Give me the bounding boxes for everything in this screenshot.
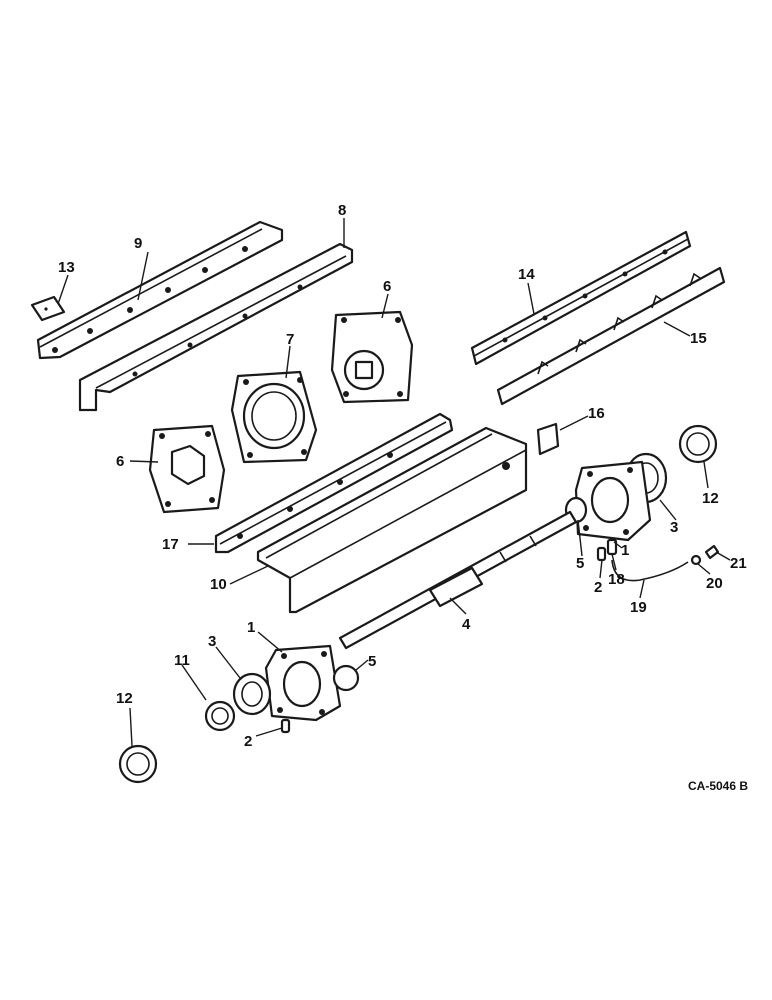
callout-5-upper: 5	[576, 555, 584, 572]
part-20-fitting	[690, 554, 702, 566]
callout-14: 14	[518, 266, 535, 283]
callout-5-lower: 5	[368, 653, 376, 670]
part-21-fitting	[704, 544, 720, 560]
callout-16: 16	[588, 405, 605, 422]
part-12-ring-upper	[678, 424, 718, 464]
callout-13: 13	[58, 259, 75, 276]
part-6-housing-right	[330, 310, 414, 404]
part-10-cover-shield	[256, 426, 528, 614]
part-13-plate	[30, 295, 66, 322]
reference-code: CA-5046 B	[688, 779, 748, 793]
callout-6-left: 6	[116, 453, 124, 470]
part-3-bearing-lower	[232, 672, 272, 716]
callout-1-upper: 1	[621, 542, 629, 559]
callout-12-lower: 12	[116, 690, 133, 707]
part-4-shaft	[338, 510, 578, 650]
callout-11: 11	[174, 652, 190, 669]
callout-3-lower: 3	[208, 633, 216, 650]
callout-15: 15	[690, 330, 707, 347]
part-12-ring-lower	[118, 744, 158, 784]
callout-10: 10	[210, 576, 227, 593]
part-6-housing-left	[148, 424, 226, 514]
callout-17: 17	[162, 536, 179, 553]
part-14-strip	[470, 230, 692, 366]
leader-lines	[57, 218, 731, 747]
part-19-hose	[611, 559, 689, 582]
callout-2-upper: 2	[594, 579, 602, 596]
callout-19: 19	[630, 599, 647, 616]
part-2-fitting-upper	[596, 546, 607, 562]
callout-labels: 9 8 13 6 7 6 14 15 16 12 3 17 10 4 1 5 2…	[58, 202, 747, 750]
callout-21: 21	[730, 555, 747, 572]
part-5-washer-lower	[332, 664, 360, 692]
callout-4: 4	[462, 616, 471, 633]
part-8-angle-bar	[78, 242, 354, 412]
callout-9: 9	[134, 235, 142, 252]
callout-12-upper: 12	[702, 490, 719, 507]
callout-2-lower: 2	[244, 733, 252, 750]
part-9-strip	[36, 220, 284, 360]
part-15-tabbed-strip	[496, 266, 726, 406]
part-2-fitting-lower	[280, 718, 291, 734]
part-11-ring	[204, 700, 236, 732]
part-17-strip	[214, 412, 454, 554]
callout-3-upper: 3	[670, 519, 678, 536]
callout-20: 20	[706, 575, 723, 592]
callout-18: 18	[608, 571, 625, 588]
callout-1-lower: 1	[247, 619, 255, 636]
part-1-flange-upper	[574, 460, 652, 542]
callout-8: 8	[338, 202, 346, 219]
part-16-plate	[536, 422, 560, 456]
part-1-flange-lower	[264, 644, 342, 722]
callout-7: 7	[286, 331, 294, 348]
part-7-flange	[230, 370, 318, 464]
callout-6-right: 6	[383, 278, 391, 295]
